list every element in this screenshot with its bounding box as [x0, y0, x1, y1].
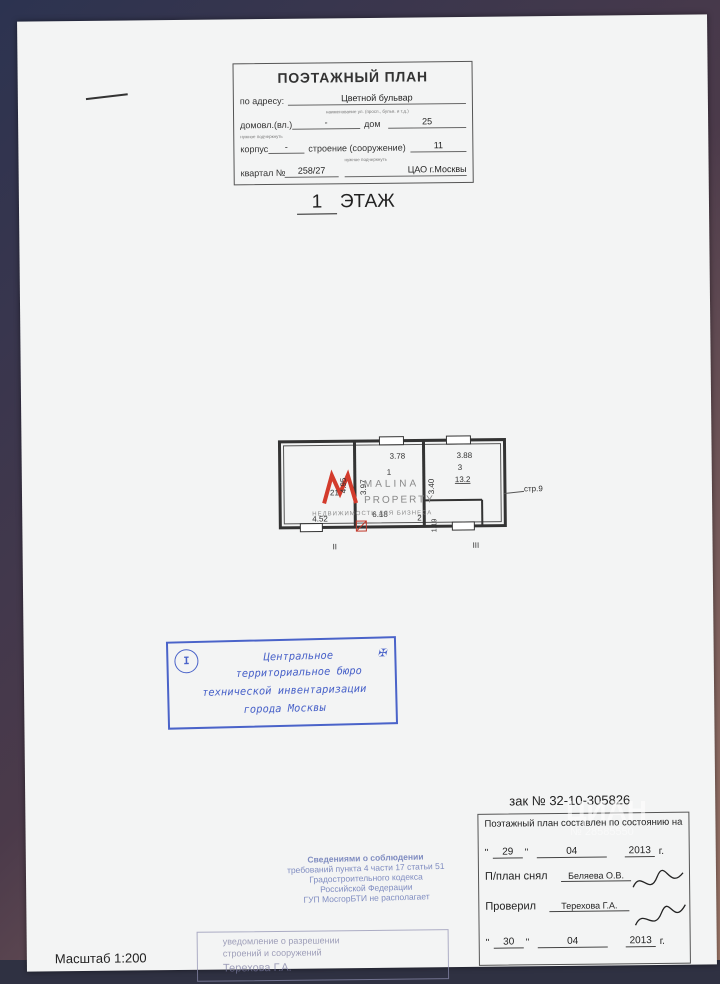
address-value: Цветной бульвар [288, 91, 466, 106]
watermark-tagline: НЕДВИЖИМОСТЬ ДЛЯ БИЗНЕСА [312, 510, 432, 517]
dim-text: 3.88 [457, 451, 473, 460]
room-number: 1 [387, 468, 392, 477]
date-month: 04 [537, 846, 607, 859]
floor-label: ЭТАЖ [340, 191, 395, 213]
watermark-brand-1: MALINA [364, 478, 419, 490]
plan-svg: 3.78 3.88 4.95 3.97 3.40 1.19 4.52 6.18 … [271, 421, 547, 554]
kvartal-value: 258/27 [285, 164, 339, 178]
address-row: по адресу: Цветной бульвар [240, 90, 466, 108]
signature-icon [629, 867, 688, 938]
dim-text: 3.40 [427, 478, 436, 494]
dim-text: 3.78 [390, 452, 406, 461]
survey-date-row: " 29 " 04 2013 г. [485, 841, 683, 859]
house-hint: нужное подчеркнуть [240, 134, 283, 139]
margin-dash [86, 93, 128, 100]
stamp-roman-numeral: I [174, 649, 199, 674]
stroenie-label: строение (сооружение) [308, 143, 405, 154]
scale-label: Масштаб 1:200 [55, 950, 147, 966]
address-label: по адресу: [240, 96, 284, 106]
stroenie-hint: нужное подчеркнуть [344, 157, 387, 162]
house-row: домовл.(вл.) - дом 25 [240, 114, 466, 132]
date-day: 30 [494, 936, 524, 948]
dom-value: 25 [388, 115, 466, 129]
secondary-stamp: уведомление о разрешении строений и соор… [197, 929, 450, 982]
room-area-left: 21 [330, 488, 340, 497]
surveyed-label: П/план снял [485, 870, 548, 883]
document-title: ПОЭТАЖНЫЙ ПЛАН [234, 68, 472, 86]
dim-text: 1.19 [431, 519, 438, 533]
stamp-line: города Москвы [180, 700, 390, 717]
surveyed-by: Беляева О.В. [561, 870, 631, 882]
floor-number: 1 [297, 191, 337, 214]
floor-plan-drawing: 3.78 3.88 4.95 3.97 3.40 1.19 4.52 6.18 … [271, 421, 547, 554]
house-label: домовл.(вл.) [240, 120, 292, 131]
bti-stamp: I ✠ Центральное территориальное бюро тех… [166, 636, 398, 730]
date-year: 2013 [625, 845, 655, 857]
room-area: 13.2 [455, 475, 471, 484]
stamp2-line: строений и сооружений [223, 948, 322, 959]
window-1 [379, 437, 403, 445]
stamp-line: территориальное бюро [209, 664, 389, 680]
stroenie-value: 11 [410, 139, 466, 153]
header-box: ПОЭТАЖНЫЙ ПЛАН по адресу: Цветной бульва… [232, 61, 473, 186]
checked-label: Проверил [485, 900, 536, 913]
korpus-row: корпус - строение (сооружение) 11 [240, 138, 466, 156]
house-value: - [292, 116, 360, 130]
date-month: 04 [538, 936, 608, 949]
cian-watermark-id: № 28585550 [570, 826, 634, 838]
stamp2-line: Терехова Г.А. [223, 962, 292, 975]
stamp-line: Центральное [208, 648, 388, 664]
window-4 [452, 522, 474, 530]
korpus-label: корпус [240, 144, 268, 154]
section-mark: III [473, 541, 480, 550]
year-suffix: г. [659, 846, 664, 857]
kvartal-row: квартал № 258/27 ЦАО г.Москвы [241, 162, 467, 180]
stamp2-line: уведомление о разрешении [223, 935, 340, 946]
district-value: ЦАО г.Москвы [345, 163, 467, 177]
kvartal-label: квартал № [241, 168, 286, 178]
section-mark: II [333, 542, 338, 551]
year-suffix: г. [660, 936, 665, 947]
building-ref-leader [504, 491, 524, 493]
dom-label: дом [364, 119, 381, 129]
stamp-line: технической инвентаризации [179, 682, 389, 699]
window-3 [300, 523, 322, 531]
room-number: 3 [458, 463, 463, 472]
watermark-brand-2: PROPERTY [364, 494, 435, 506]
window-2 [446, 436, 470, 444]
checked-by: Терехова Г.А. [549, 900, 629, 912]
dim-text: 4.95 [339, 477, 348, 493]
cian-watermark: ЦИАН [566, 795, 647, 827]
compliance-notice: Сведениями о соблюдении требований пункт… [280, 851, 451, 906]
date-day: 29 [493, 846, 523, 858]
korpus-value: - [268, 141, 304, 154]
building-ref: стр.9 [524, 484, 543, 493]
address-hint: наименование ул. (просп., бульв. и т.д.) [326, 109, 409, 115]
